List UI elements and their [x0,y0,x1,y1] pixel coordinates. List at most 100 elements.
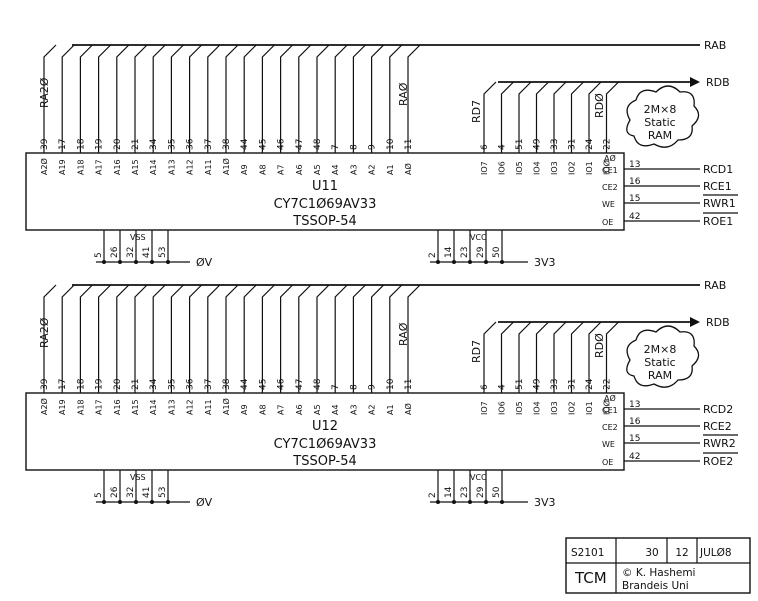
data-pin-number: 51 [515,379,525,390]
address-pin-number: 44 [240,378,250,390]
address-pin-label: A4 [331,404,340,415]
address-pin-line [170,44,184,153]
address-pin-line [352,284,366,393]
data-pin-line [483,321,497,393]
address-pin-label: A6 [295,404,304,415]
address-pin-label: A2 [368,164,377,175]
address-pin-line [170,284,184,393]
ground-label: ØV [196,496,213,509]
address-pin-line [225,44,239,153]
chip-u11-rdb-label: RDB [706,76,730,89]
address-pin-number: 11 [404,139,414,150]
address-pin-number: 45 [258,379,268,390]
chip-u12-refdes: U12 [312,419,338,434]
data-pin-line [553,81,567,153]
address-pin-number: 34 [149,378,159,390]
address-pin-label: A3 [349,164,358,175]
control-signal-name: RWR1 [703,197,736,210]
chip-u11-group: U11 CY7C1Ø69AV33 TSSOP-54 39A2Ø17A1918A1… [25,39,738,269]
chip-u11-rd-low-label: RDØ [593,93,606,118]
data-pin-label: IO2 [568,161,577,175]
address-pin-number: 10 [386,378,396,390]
address-pin-label: A7 [277,404,286,415]
data-pin-line [588,81,602,153]
address-pin-label: A3 [349,404,358,415]
control-pin-label: CE1 [602,166,618,175]
address-pin-number: 20 [113,378,123,390]
address-pin-line [389,284,403,393]
address-pin-line [407,44,421,153]
vcc-pin-number: 29 [476,486,486,498]
address-pin-label: A19 [58,399,67,415]
chip-u12-ram-note-line2: Static [644,356,675,369]
title-block-institution: Brandeis Uni [622,580,689,592]
address-pin-label: A17 [95,399,104,415]
data-pin-label: IO4 [533,161,542,175]
address-pin-line [207,284,221,393]
address-pin-line [334,44,348,153]
data-pin-number: 4 [498,384,508,390]
address-pin-number: 36 [186,138,196,150]
address-pin-label: A12 [186,399,195,415]
vss-pin-number: 32 [126,487,136,498]
data-pin-label: IOØ [602,160,612,175]
data-pin-label: IO5 [515,401,524,415]
data-pin-line [570,321,584,393]
address-pin-number: 8 [349,144,359,150]
address-pin-line [243,284,257,393]
vcc-pin-number: 2 [428,252,438,258]
control-pin-label: CE2 [602,183,618,192]
chip-u11-part-number: CY7C1Ø69AV33 [274,197,377,212]
vcc-label: VCC [470,233,487,242]
vss-label: VSS [130,233,146,242]
vss-pin-number: 26 [110,486,120,498]
address-pin-number: 35 [167,139,177,150]
vss-label: VSS [130,473,146,482]
control-signal-name: RCD1 [703,163,733,176]
address-pin-label: A15 [131,159,140,175]
vcc-pin-number: 50 [492,246,502,258]
vcc-label: VCC [470,473,487,482]
data-pin-number: 6 [480,144,490,150]
control-pin-number: 13 [629,160,640,170]
address-pin-line [98,284,112,393]
supply-label: 3V3 [534,256,556,269]
address-pin-label: A1Ø [221,398,231,415]
data-pin-label: IO2 [568,401,577,415]
vcc-pin-number: 14 [444,486,454,498]
chip-u12-group: U12 CY7C1Ø69AV33 TSSOP-54 39A2Ø17A1918A1… [25,279,738,509]
data-pin-label: IO4 [533,401,542,415]
address-pin-line [334,284,348,393]
address-pin-line [43,44,57,153]
address-pin-label: A4 [331,164,340,175]
data-pin-number: 49 [533,378,543,390]
chip-u11-rdb-arrow-icon [690,77,700,87]
chip-u12-rdb-arrow-icon [690,317,700,327]
address-pin-line [98,44,112,153]
chip-u12-part-number: CY7C1Ø69AV33 [274,437,377,452]
chip-u11-address-pins: 39A2Ø17A1918A1819A1720A1621A1534A1435A13… [39,44,421,175]
vcc-pin-number: 2 [428,492,438,498]
address-pin-line [207,44,221,153]
chip-u12-ram-note-line3: RAM [648,369,672,382]
vcc-pin-number: 23 [460,247,470,258]
address-pin-number: 45 [258,139,268,150]
address-pin-number: 9 [368,384,378,390]
address-pin-label: A8 [258,404,267,415]
chip-u12-ra-high-label: RA2Ø [38,317,51,348]
chip-u11-ra-high-label: RA2Ø [38,77,51,108]
address-pin-number: 47 [295,379,305,390]
control-pin-label: WE [602,200,615,209]
control-pin-label: CE2 [602,423,618,432]
chip-u11-body [25,152,625,231]
data-pin-line [535,321,549,393]
chip-u11-rab-label: RAB [704,39,726,52]
address-pin-number: 37 [204,139,214,150]
control-pin-label: AØ [604,153,616,163]
address-pin-number: 19 [95,378,105,390]
title-block-dividers [566,538,750,593]
address-pin-number: 34 [149,138,159,150]
